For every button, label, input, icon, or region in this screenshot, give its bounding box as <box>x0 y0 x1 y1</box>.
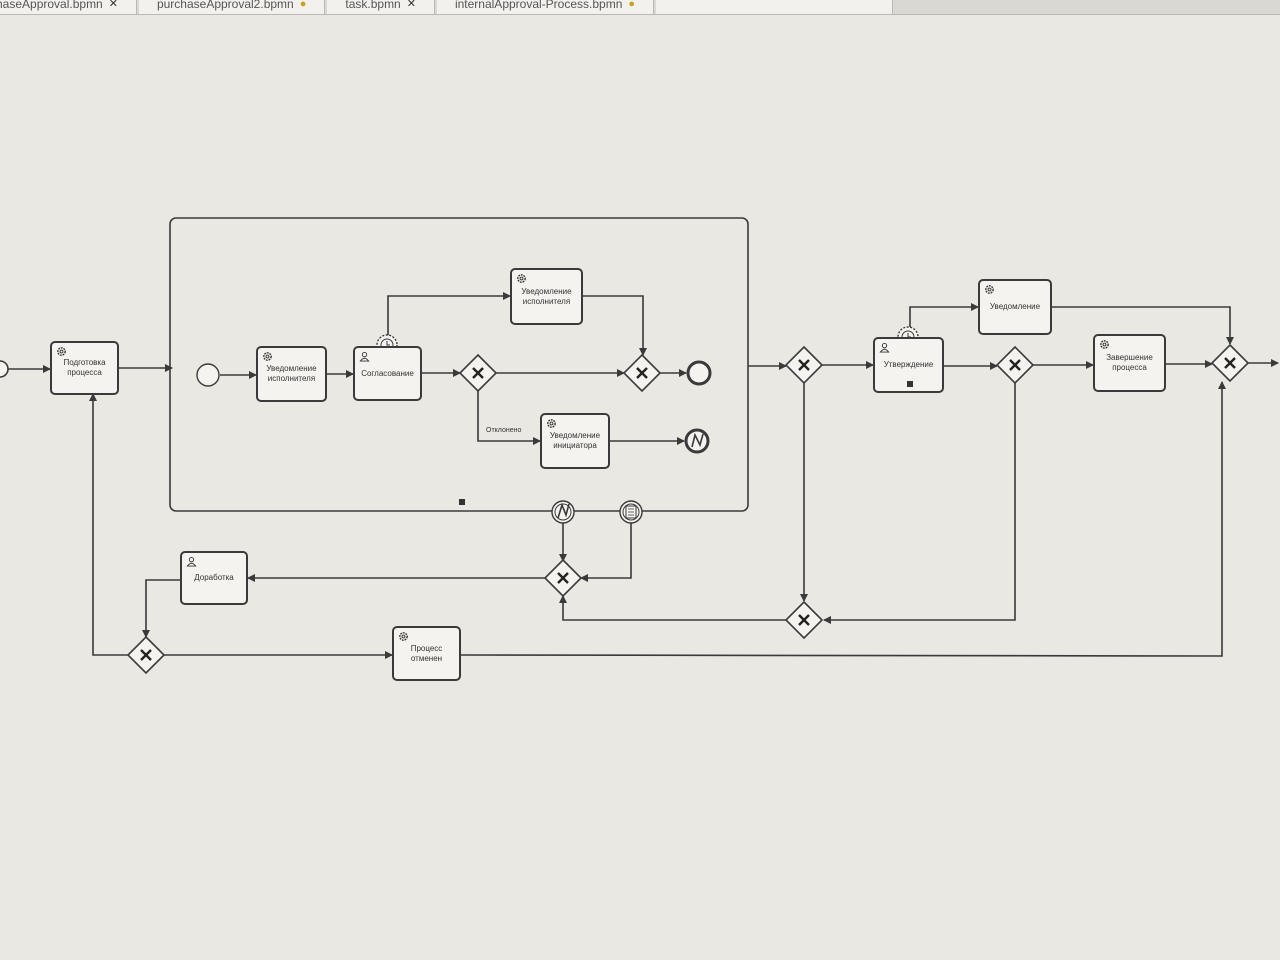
task-label: Согласование <box>361 368 414 378</box>
user-icon <box>879 343 890 353</box>
bpmn-diagram <box>0 217 1279 675</box>
user-icon <box>186 557 197 567</box>
task-confirm[interactable]: Утверждение <box>873 337 944 393</box>
sequence-flow <box>580 522 632 582</box>
gear-icon <box>985 285 994 294</box>
task-label: Процесс отменен <box>410 643 443 663</box>
task-finish[interactable]: Завершение процесса <box>1093 334 1166 392</box>
tab-internal-approval[interactable]: internalApproval-Process.bpmn ● <box>436 0 655 14</box>
task-notification[interactable]: Уведомление <box>978 279 1052 335</box>
conditional-icon <box>625 505 637 519</box>
tab-label: chaseApproval.bpmn <box>0 0 103 11</box>
sequence-flow <box>559 595 786 621</box>
tab-extra[interactable] <box>656 0 894 14</box>
task-label: Уведомление инициатора <box>549 431 601 450</box>
task-prepare[interactable]: Подготовка процесса <box>50 341 119 395</box>
subprocess-marker-icon[interactable] <box>907 381 913 387</box>
task-notify-executor-2[interactable]: Уведомление исполнителя <box>510 268 583 325</box>
escalation-icon <box>691 432 704 448</box>
task-label: Уведомление исполнителя <box>266 364 317 383</box>
task-label: Доработка <box>194 573 234 582</box>
task-label: Завершение процесса <box>1106 353 1153 372</box>
unsaved-dot-icon[interactable]: ● <box>628 0 636 10</box>
sequence-flow <box>823 383 1016 624</box>
gear-icon <box>547 419 556 428</box>
user-icon <box>359 352 370 362</box>
tab-label: internalApproval-Process.bpmn <box>454 0 623 11</box>
subprocess-start-event <box>196 363 220 387</box>
task-label: Уведомление <box>989 302 1041 311</box>
unsaved-dot-icon[interactable]: ● <box>299 0 307 10</box>
sequence-flow <box>1052 306 1234 345</box>
flow-label-rejected: Отклонено <box>486 427 522 434</box>
task-label: Уведомление исполнителя <box>521 286 572 306</box>
start-event <box>0 360 9 378</box>
editor-tab-bar: chaseApproval.bpmn ✕ purchaseApproval2.b… <box>0 0 1280 15</box>
tab-task[interactable]: task.bpmn ✕ <box>327 0 435 14</box>
gear-icon <box>517 274 526 283</box>
gear-icon <box>1100 340 1109 349</box>
escalation-end-event <box>684 428 710 454</box>
tab-label: purchaseApproval2.bpmn <box>156 0 294 11</box>
close-icon[interactable]: ✕ <box>108 0 118 10</box>
gear-icon <box>57 347 66 356</box>
task-notify-executor[interactable]: Уведомление исполнителя <box>256 346 327 402</box>
task-approval[interactable]: Согласование <box>353 346 422 401</box>
task-label: Подготовка процесса <box>63 358 106 377</box>
tab-label: task.bpmn <box>345 0 401 11</box>
gear-icon <box>399 632 408 641</box>
sequence-flow <box>387 292 511 346</box>
task-label: Утверждение <box>883 360 934 369</box>
task-rework[interactable]: Доработка <box>180 551 248 605</box>
gear-icon <box>263 352 272 361</box>
sequence-flow <box>460 381 1226 657</box>
sequence-flow <box>583 295 647 356</box>
escalation-icon <box>557 502 570 519</box>
sequence-flow <box>909 303 979 327</box>
tab-purchase-approval[interactable]: chaseApproval.bpmn ✕ <box>0 0 137 14</box>
sequence-flow <box>477 391 541 445</box>
bpmn-canvas[interactable]: Подготовка процесса Уведомление исполнит… <box>0 15 1280 960</box>
task-cancelled[interactable]: Процесс отменен <box>392 626 461 681</box>
sequence-flow <box>89 393 128 656</box>
tab-purchase-approval-2[interactable]: purchaseApproval2.bpmn ● <box>138 0 326 14</box>
end-event <box>686 360 712 386</box>
sequence-flow <box>142 579 180 638</box>
close-icon[interactable]: ✕ <box>406 0 416 10</box>
collapse-marker-icon[interactable] <box>459 499 465 505</box>
task-notify-initiator[interactable]: Уведомление инициатора <box>540 413 610 469</box>
